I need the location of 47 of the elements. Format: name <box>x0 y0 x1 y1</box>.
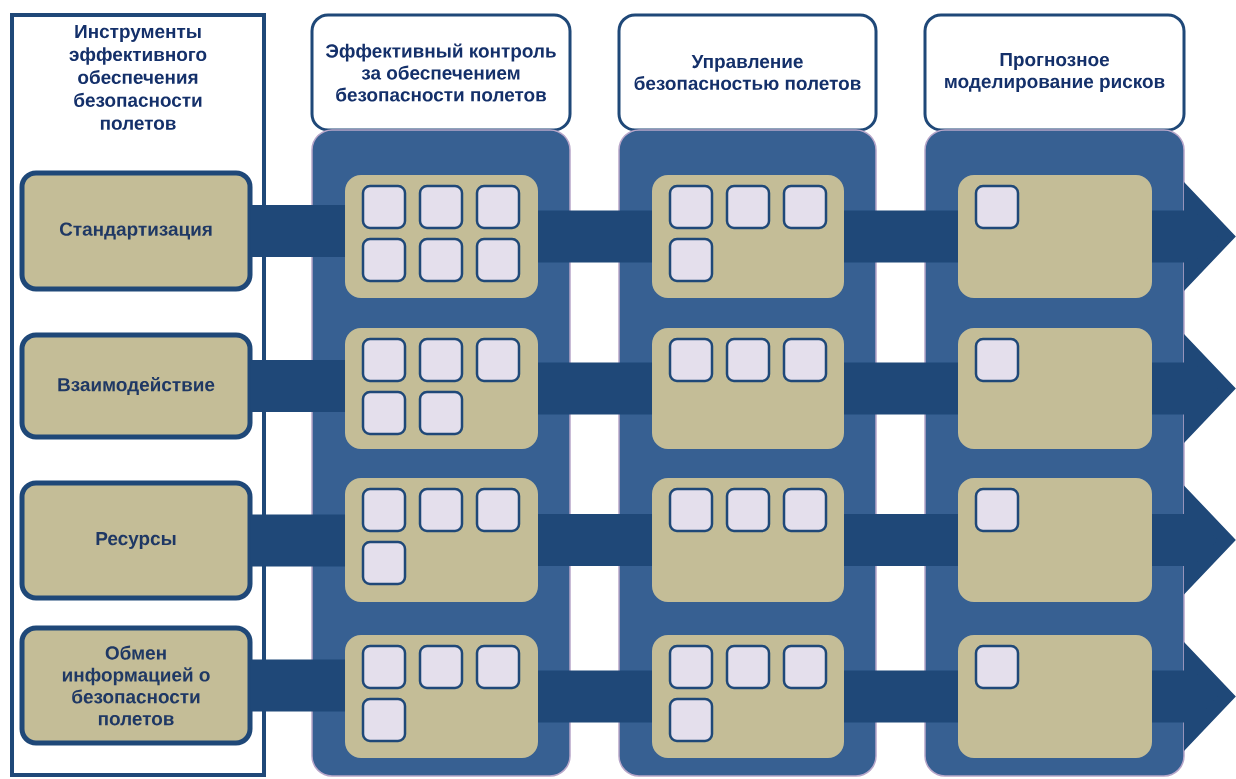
group-box <box>958 635 1152 758</box>
category-box: Взаимодействие <box>19 332 253 440</box>
item-square <box>418 390 464 436</box>
item-square <box>782 644 828 690</box>
item-square <box>668 697 714 743</box>
group-box <box>958 175 1152 298</box>
item-square <box>974 337 1020 383</box>
item-square <box>418 487 464 533</box>
item-square <box>782 487 828 533</box>
group-box <box>958 478 1152 602</box>
item-square <box>475 644 521 690</box>
item-square <box>361 540 407 586</box>
item-square <box>974 184 1020 230</box>
item-square <box>418 237 464 283</box>
item-square <box>475 487 521 533</box>
item-square <box>668 487 714 533</box>
item-square <box>725 644 771 690</box>
item-square <box>725 337 771 383</box>
item-square <box>668 184 714 230</box>
item-square <box>361 644 407 690</box>
item-square <box>668 237 714 283</box>
item-square <box>782 184 828 230</box>
column-header: Эффективный контроль за обеспечением безопасности полетов <box>310 13 572 132</box>
item-square <box>725 184 771 230</box>
item-square <box>974 644 1020 690</box>
item-square <box>782 337 828 383</box>
item-square <box>361 390 407 436</box>
item-square <box>361 237 407 283</box>
item-square <box>418 644 464 690</box>
item-square <box>361 337 407 383</box>
item-square <box>475 184 521 230</box>
category-box: Стандартизация <box>19 170 253 292</box>
item-square <box>725 487 771 533</box>
category-box: Обмен информацией о безопасности полетов <box>19 625 253 746</box>
item-square <box>361 184 407 230</box>
item-square <box>668 337 714 383</box>
column-header: Управление безопасностью полетов <box>617 13 878 132</box>
category-box: Ресурсы <box>19 480 253 601</box>
item-square <box>418 337 464 383</box>
column-header: Прогнозное моделирование рисков <box>923 13 1186 132</box>
item-square <box>475 337 521 383</box>
item-square <box>361 487 407 533</box>
item-square <box>475 237 521 283</box>
item-square <box>418 184 464 230</box>
item-square <box>361 697 407 743</box>
item-square <box>668 644 714 690</box>
item-square <box>974 487 1020 533</box>
